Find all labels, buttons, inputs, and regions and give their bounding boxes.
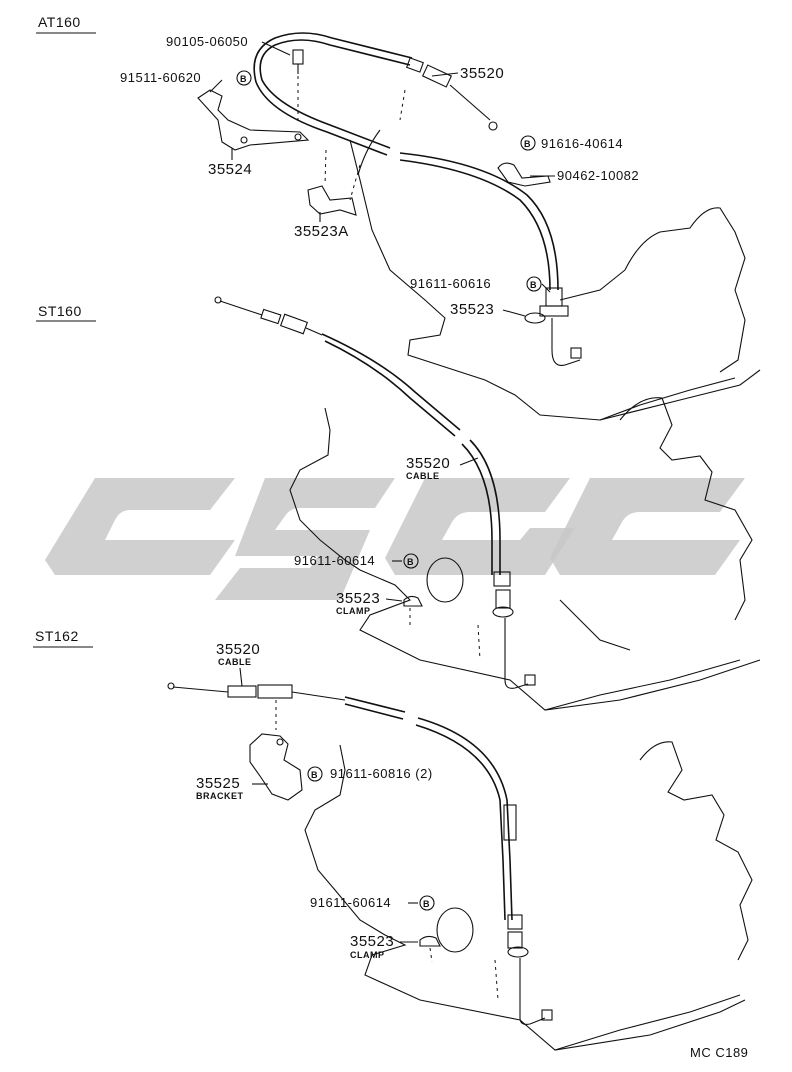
svg-text:35523: 35523: [336, 590, 380, 607]
st162-bracket-35525: [249, 700, 303, 801]
svg-text:B: B: [311, 770, 318, 780]
svg-text:35523: 35523: [450, 301, 494, 318]
svg-text:B: B: [407, 557, 414, 567]
st162-cable: [167, 682, 553, 1025]
svg-text:CLAMP: CLAMP: [350, 950, 385, 960]
svg-text:90462-10082: 90462-10082: [557, 168, 639, 183]
svg-text:B: B: [423, 899, 430, 909]
at160-clamp-90462: [497, 162, 551, 187]
st160-clamp-35523: [403, 595, 423, 607]
svg-text:CLAMP: CLAMP: [336, 606, 371, 616]
svg-text:ST160: ST160: [38, 303, 82, 319]
st160-labels: 35520 CABLE 91611-60614 B 35523 CLAMP: [294, 455, 479, 616]
svg-text:91616-40614: 91616-40614: [541, 136, 623, 151]
svg-text:B: B: [240, 74, 247, 84]
svg-text:AT160: AT160: [38, 14, 81, 30]
at160-cable: [253, 32, 582, 366]
at160-transmission-outline: [349, 89, 761, 421]
watermark-logo: [45, 478, 745, 600]
diagram-code: MC C189: [690, 1045, 748, 1060]
svg-text:CABLE: CABLE: [218, 657, 252, 667]
at160-clamp-35523: [524, 312, 546, 324]
st162-clamp-35523: [419, 935, 441, 947]
svg-text:B: B: [524, 139, 531, 149]
section-title-st160: ST160: [36, 303, 96, 322]
svg-text:35523A: 35523A: [294, 223, 349, 240]
at160-bolt-90105: [292, 49, 304, 125]
svg-text:35520: 35520: [216, 641, 260, 658]
section-title-at160: AT160: [36, 14, 96, 34]
svg-text:CABLE: CABLE: [406, 471, 440, 481]
svg-text:35524: 35524: [208, 161, 252, 178]
svg-text:35525: 35525: [196, 775, 240, 792]
st162-labels: 35520 CABLE 35525 BRACKET B 91611-60816 …: [196, 641, 435, 960]
svg-text:91611-60616: 91611-60616: [410, 276, 491, 291]
st160-transmission-outline: [289, 397, 761, 711]
st162-transmission-outline: [304, 741, 753, 1051]
svg-text:91611-60614: 91611-60614: [294, 553, 375, 568]
at160-bracket-35523a: [307, 149, 357, 216]
at160-labels: 90105-06050 91511-60620 B 35520 B 91616-…: [120, 34, 639, 318]
at160-bracket-35524: [197, 89, 310, 151]
svg-text:91611-60816 (2): 91611-60816 (2): [330, 766, 433, 781]
svg-text:B: B: [530, 280, 537, 290]
st160-cable: [214, 296, 536, 689]
svg-text:91611-60614: 91611-60614: [310, 895, 391, 910]
svg-text:35520: 35520: [406, 455, 450, 472]
svg-text:35520: 35520: [460, 65, 504, 82]
svg-text:90105-06050: 90105-06050: [166, 34, 248, 49]
svg-text:35523: 35523: [350, 933, 394, 950]
section-title-st162: ST162: [33, 628, 93, 648]
svg-text:91511-60620: 91511-60620: [120, 70, 201, 85]
svg-text:BRACKET: BRACKET: [196, 791, 244, 801]
svg-text:ST162: ST162: [35, 628, 79, 644]
